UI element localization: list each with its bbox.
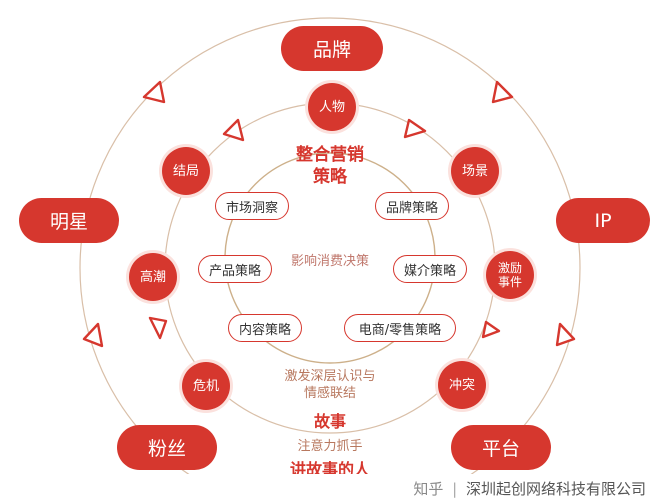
node-conflict: 冲突: [438, 361, 486, 409]
center-title-line1: 整合营销: [296, 145, 364, 165]
node-conflict-label: 冲突: [448, 377, 475, 393]
tag-brand-strategy-label: 品牌策略: [385, 200, 438, 216]
footer-watermark: 知乎 | 深圳起创网络科技有限公司: [413, 478, 646, 499]
tag-media-strategy-label: 媒介策略: [403, 263, 456, 279]
pill-platform-label: 平台: [481, 438, 520, 460]
zhihu-logo-text: 知乎: [413, 480, 444, 498]
tag-retail-strategy-label: 电商/零售策略: [358, 322, 442, 338]
node-scene: 场景: [451, 147, 499, 195]
outer-arrow-icon: [491, 80, 514, 104]
tag-market-insight: 市场洞察: [215, 192, 289, 220]
node-crisis-label: 危机: [192, 378, 219, 394]
pill-fans: 粉丝: [117, 425, 217, 470]
center-title: 整合营销 策略: [280, 144, 380, 188]
node-ending-label: 结局: [172, 163, 199, 179]
tag-content-strategy-label: 内容策略: [238, 322, 291, 338]
pill-ip-label: IP: [594, 209, 612, 232]
tag-brand-strategy: 品牌策略: [375, 192, 449, 220]
center-subtitle: 影响消费决策: [290, 254, 369, 269]
node-scene-label: 场景: [461, 163, 488, 179]
outer-ring: [79, 17, 581, 504]
pill-star-label: 明星: [49, 211, 88, 233]
story-description-line1: 激发深层认识与: [284, 369, 376, 384]
center-title-line2: 策略: [313, 167, 347, 187]
pill-brand: 品牌: [281, 26, 383, 71]
pill-brand-label: 品牌: [312, 39, 351, 61]
tag-retail-strategy: 电商/零售策略: [344, 314, 456, 342]
node-ending: 结局: [162, 147, 210, 195]
attention-label: 注意力抓手: [297, 439, 363, 454]
middle-arrow-icon: [403, 118, 427, 139]
tag-content-strategy: 内容策略: [228, 314, 302, 342]
pill-star: 明星: [19, 198, 119, 243]
pill-fans-label: 粉丝: [147, 438, 186, 460]
node-climax: 高潮: [129, 253, 177, 301]
story-description-line2: 情感联结: [303, 386, 356, 401]
footer-bar: 知乎 | 深圳起创网络科技有限公司: [0, 474, 660, 504]
story-title: 故事: [313, 412, 346, 431]
footer-company: 深圳起创网络科技有限公司: [465, 480, 646, 498]
story-description: 激发深层认识与 情感联结: [270, 368, 390, 402]
middle-arrow-icon: [481, 320, 501, 339]
middle-arrow-icon: [148, 316, 168, 340]
node-character: 人物: [308, 83, 356, 131]
outer-arrow-icon: [82, 322, 104, 348]
tag-product-strategy: 产品策略: [198, 255, 272, 283]
tag-market-insight-label: 市场洞察: [225, 200, 278, 216]
node-crisis: 危机: [182, 362, 230, 410]
outer-arrow-icon: [142, 80, 166, 104]
middle-arrow-icon: [222, 118, 245, 142]
node-character-label: 人物: [318, 99, 345, 115]
node-event-label: 激励 事件: [497, 261, 522, 289]
tag-media-strategy: 媒介策略: [393, 255, 467, 283]
pill-ip: IP: [556, 198, 650, 243]
node-event: 激励 事件: [486, 251, 534, 299]
footer-separator: |: [452, 480, 458, 498]
tag-product-strategy-label: 产品策略: [208, 263, 261, 279]
outer-arrow-icon: [555, 322, 576, 347]
pill-platform: 平台: [451, 425, 551, 470]
node-climax-label: 高潮: [139, 269, 166, 285]
